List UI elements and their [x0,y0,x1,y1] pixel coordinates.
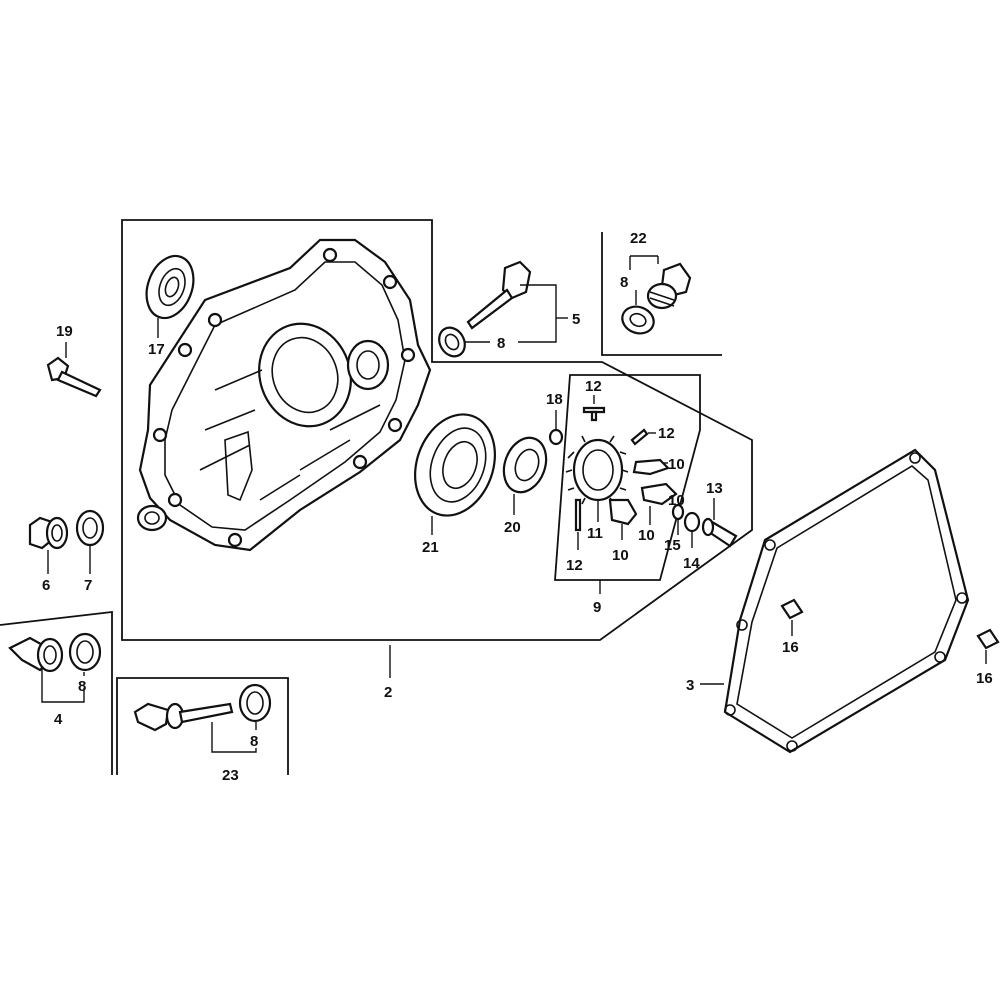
callout-10-right: 10 [638,527,655,544]
dipstick-23-part [133,702,234,732]
callout-5: 5 [572,311,580,328]
callout-16-outer: 16 [976,670,993,687]
o-ring-8-dipstick-part [238,683,272,723]
oil-filler-group-frame [601,232,722,356]
callout-20: 20 [504,519,521,536]
callout-10-mid: 10 [668,492,685,509]
callout-8-dipstick: 8 [250,733,258,750]
crankcase-cover-part [136,238,432,552]
washer-14-part [683,511,701,533]
governor-pin-12-top-part [582,406,606,422]
washer-18-part [548,428,564,446]
gasket-3-part [723,448,970,754]
callout-16-inner: 16 [782,639,799,656]
callout-4: 4 [54,711,63,728]
oil-seal-17-part [145,254,195,320]
callout-3: 3 [686,677,694,694]
callout-19: 19 [56,323,73,340]
governor-clip-12-right-part [630,428,649,446]
oil-filler-cap-4-part [8,636,64,673]
oil-level-gauge-5-part [466,260,532,330]
o-ring-8-left-part [68,632,102,672]
callout-21: 21 [422,539,439,556]
clip-15-part [671,503,685,521]
callout-22: 22 [630,230,647,247]
governor-pin-12-bottom-part [574,498,582,532]
callout-8-left: 8 [78,678,86,695]
leader-lines [41,255,987,753]
dowel-pin-16-outer-part [976,628,1000,650]
dipstick-group-frame [116,677,289,775]
dowel-pin-16-inner-part [780,598,804,620]
callout-8-plug: 8 [620,274,628,291]
governor-weight-10-upper-part [632,458,671,476]
callout-14: 14 [683,555,700,572]
callout-12-bottom: 12 [566,557,583,574]
drain-bolt-6-part [28,516,69,550]
crankcase-cover-group-frame [121,219,753,641]
governor-shaft-13-part [701,517,738,548]
callout-11: 11 [587,525,603,542]
callout-8-mid: 8 [497,335,505,352]
callout-17: 17 [148,341,165,358]
callout-7: 7 [84,577,92,594]
governor-weight-10-lower-part [640,482,678,506]
callout-23: 23 [222,767,239,784]
callout-9: 9 [593,599,601,616]
callout-10-lower: 10 [612,547,629,564]
callout-2: 2 [384,684,392,701]
o-ring-8-mid-part [438,326,466,358]
ball-bearing-21-part [414,413,496,517]
callout-labels: 2 3 4 5 6 7 8 8 8 8 9 10 10 10 10 11 12 … [42,230,993,784]
governor-gear-11-part [565,435,629,505]
washer-7-part [75,509,105,547]
flange-bolt-19-part [46,356,102,398]
oil-gauge-group-frame [0,610,113,775]
washer-8-plug-part [621,305,655,335]
bearing-20-part [502,436,548,494]
callout-10-upper: 10 [668,456,685,473]
governor-holder-10-lower-part [608,498,638,526]
filler-plug-22-part [646,262,692,310]
callout-13: 13 [706,480,723,497]
callout-15: 15 [664,537,681,554]
callout-6: 6 [42,577,50,594]
callout-18: 18 [546,391,563,408]
callout-12-right: 12 [658,425,675,442]
callout-12-top: 12 [585,378,602,395]
